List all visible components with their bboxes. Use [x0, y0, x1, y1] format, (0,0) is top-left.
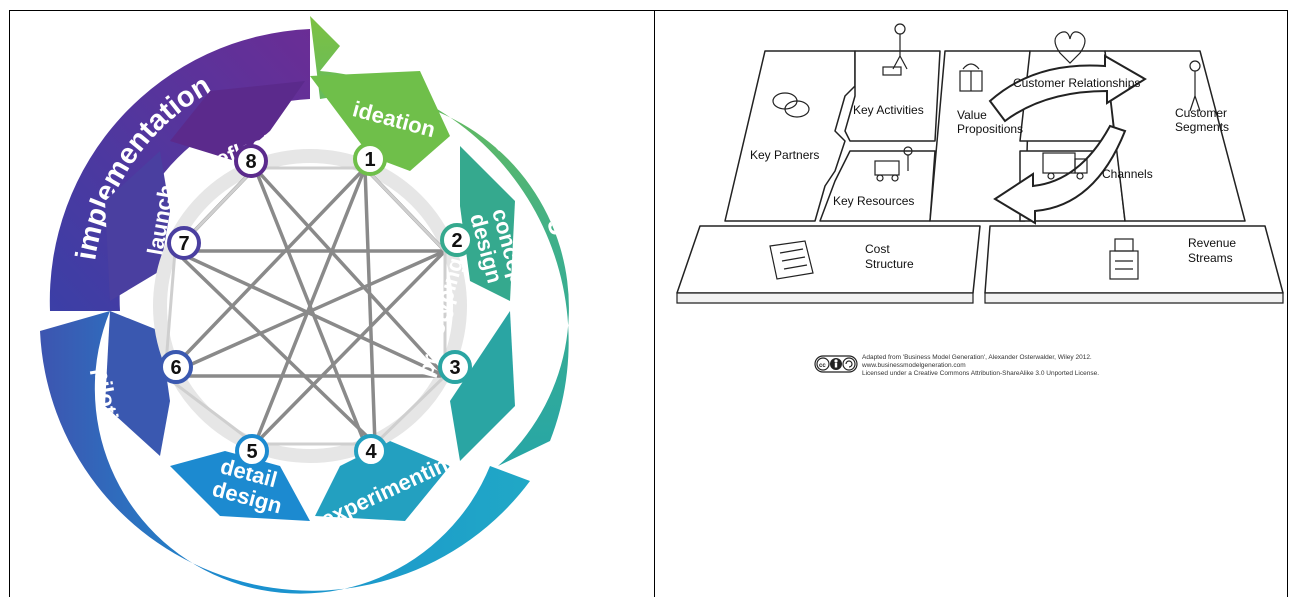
svg-text:3: 3 — [449, 357, 460, 379]
sketch-icons — [769, 23, 1201, 280]
cc-badge: cc — [814, 355, 858, 373]
cash-register-icon — [1109, 238, 1139, 280]
step-node-1: 1 — [353, 142, 387, 176]
step-node-7: 7 — [167, 226, 201, 260]
rings-icon — [772, 92, 810, 118]
step-segment-prototyping — [450, 311, 515, 461]
flow-arrows — [988, 54, 1147, 225]
channels-arrow — [993, 124, 1127, 225]
step-segment-launch — [105, 151, 170, 301]
gift-icon — [959, 63, 983, 92]
label-channels: Channels — [1102, 167, 1153, 181]
label-key-resources: Key Resources — [833, 194, 914, 208]
connection-network — [153, 149, 467, 463]
block-revenue-streams — [984, 225, 1284, 294]
cycle-diagram-cell: implementation concept design detail des… — [9, 10, 655, 597]
step-segment-concept-design — [460, 146, 515, 301]
step-segment-piloting — [105, 311, 170, 456]
label-customer-relationships: Customer Relationships — [1013, 76, 1140, 90]
svg-text:5: 5 — [246, 441, 257, 463]
credit-line-3: Licensed under a Creative Commons Attrib… — [862, 370, 1099, 377]
license-credit: Adapted from 'Business Model Generation'… — [861, 354, 1099, 377]
step-node-3: 3 — [438, 350, 472, 384]
block-cost-structure — [676, 225, 981, 294]
receipt-icon — [769, 240, 814, 280]
business-model-canvas: Key Partners Key Activities Key Resource… — [676, 23, 1284, 377]
label-revenue-streams-2: Streams — [1188, 251, 1233, 265]
block-customer-segments — [1104, 50, 1246, 222]
truck-icon — [1042, 152, 1088, 180]
heart-icon — [1054, 31, 1086, 64]
svg-text:1: 1 — [364, 149, 375, 171]
outer-ring-implementation — [49, 29, 310, 311]
svg-text:4: 4 — [365, 441, 377, 463]
credit-line-1: Adapted from 'Business Model Generation'… — [862, 354, 1092, 361]
label-value-propositions-2: Propositions — [957, 122, 1023, 136]
step-node-6: 6 — [159, 350, 193, 384]
label-cost-structure-1: Cost — [865, 242, 890, 256]
inner-ring — [105, 71, 515, 521]
svg-text:8: 8 — [245, 151, 256, 173]
step-segment-detail-design — [170, 451, 310, 521]
step-node-8: 8 — [234, 144, 268, 178]
cost-structure-edge — [676, 292, 974, 304]
svg-text:7: 7 — [178, 233, 189, 255]
block-key-partners — [724, 50, 856, 222]
label-revenue-streams-1: Revenue — [1188, 236, 1236, 250]
worker-icon — [882, 23, 908, 76]
svg-text:cc: cc — [819, 363, 826, 369]
label-customer-segments-2: Segments — [1175, 120, 1229, 134]
cart-icon — [874, 146, 913, 182]
label-cost-structure-2: Structure — [865, 257, 914, 271]
label-key-activities: Key Activities — [853, 103, 924, 117]
block-key-resources — [819, 150, 936, 222]
step-segment-experimenting — [315, 441, 450, 521]
outer-ring-detail-design — [40, 311, 530, 594]
cycle-diagram: implementation concept design detail des… — [40, 16, 587, 594]
step-node-5: 5 — [235, 434, 269, 468]
block-key-activities — [844, 50, 941, 142]
step-segment-ideation — [310, 71, 450, 171]
bmc-labels: Key Partners Key Activities Key Resource… — [750, 76, 1236, 271]
relationship-arrow — [988, 54, 1147, 123]
svg-text:2: 2 — [451, 230, 462, 252]
step-segment-reflection — [170, 81, 305, 161]
person-icon — [1189, 60, 1201, 112]
outer-ring-concept-design — [310, 16, 569, 466]
label-customer-segments-1: Customer — [1175, 106, 1227, 120]
svg-text:6: 6 — [170, 357, 181, 379]
step-node-2: 2 — [440, 223, 474, 257]
label-key-partners: Key Partners — [750, 148, 819, 162]
business-model-canvas-cell: Key Partners Key Activities Key Resource… — [654, 10, 1288, 597]
label-value-propositions-1: Value — [957, 108, 987, 122]
step-node-4: 4 — [354, 434, 388, 468]
outer-ring — [40, 16, 569, 594]
credit-line-2: www.businessmodelgeneration.com — [861, 362, 966, 369]
revenue-streams-edge — [984, 292, 1284, 304]
step-nodes: 1 2 3 4 5 — [159, 142, 474, 468]
